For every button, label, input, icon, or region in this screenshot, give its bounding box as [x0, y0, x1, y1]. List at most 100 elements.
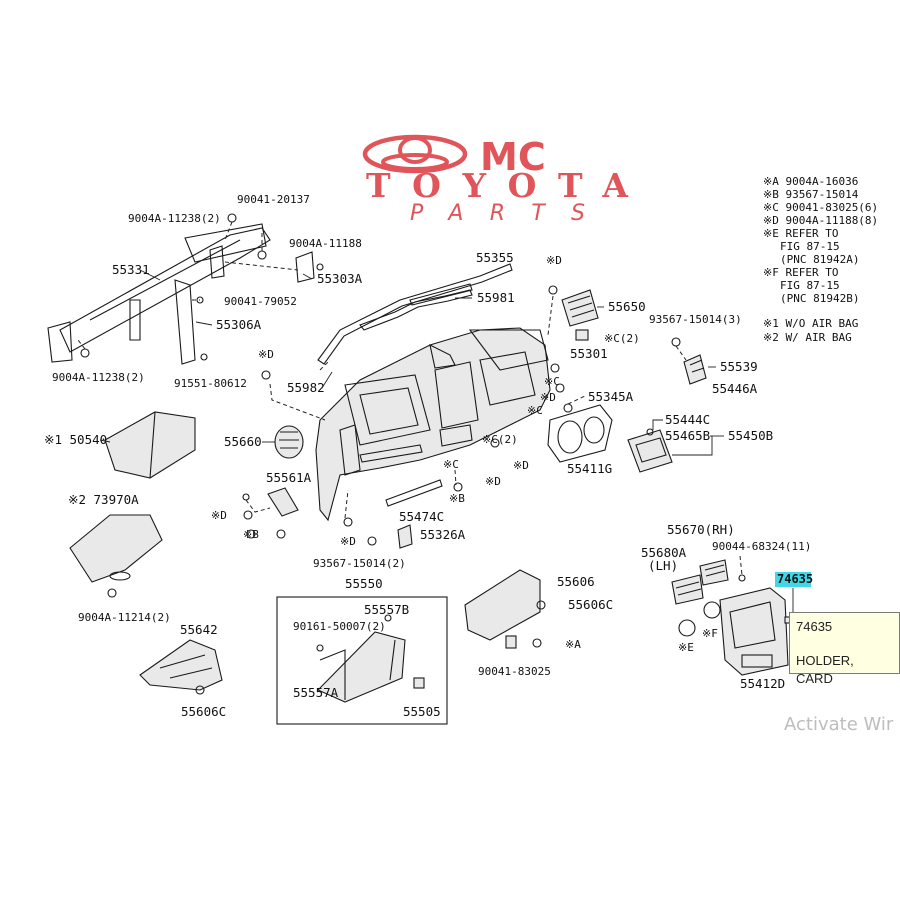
label-55345a: 55345A [588, 389, 634, 404]
glove-box-group-55550[interactable] [276, 596, 448, 725]
label-90041-79052: 90041-79052 [224, 295, 297, 308]
label-55474c: 55474C [399, 509, 444, 524]
label-9004a-11214: 9004A-11214(2) [78, 611, 171, 624]
instrument-panel[interactable] [269, 285, 565, 522]
sensor-55446a[interactable] [683, 354, 707, 385]
cover-50540[interactable] [104, 411, 196, 479]
label-55606c: 55606C [568, 597, 613, 612]
label-c: ※C [544, 375, 560, 388]
label-d: ※D [340, 535, 356, 548]
activate-windows-watermark: Activate Wir [784, 714, 894, 735]
vent-55650[interactable] [561, 289, 599, 327]
label-55660: 55660 [224, 434, 262, 449]
label-91551-80612: 91551-80612 [174, 377, 247, 390]
label-c: ※C [443, 458, 459, 471]
vents-55670[interactable] [671, 559, 729, 605]
panel-55450b[interactable] [627, 428, 673, 473]
legend-line: ※1 W/O AIR BAG [763, 317, 858, 330]
legend-line: ※B 93567-15014 [763, 188, 859, 201]
legend-line: FIG 87-15 [780, 279, 840, 292]
label-50540: ※1 50540 [44, 432, 107, 447]
label-d: ※D [513, 459, 529, 472]
label-b: ※B [243, 528, 259, 541]
label-55446a: 55446A [712, 381, 758, 396]
label-9004a-11238-top: 9004A-11238(2) [128, 212, 221, 225]
label-d: ※D [546, 254, 562, 267]
label-55557a: 55557A [293, 685, 339, 700]
legend-line: ※2 W/ AIR BAG [763, 331, 852, 344]
label-55670: 55670(RH) [667, 522, 735, 537]
tooltip-part-number: 74635 [796, 619, 833, 634]
legend: ※A 9004A-16036 ※B 93567-15014 ※C 90041-8… [763, 175, 878, 344]
center-panel-55412d[interactable] [719, 587, 794, 676]
label-90041-20137: 90041-20137 [237, 193, 310, 206]
label-55411g: 55411G [567, 461, 612, 476]
label-9004a-11188: 9004A-11188 [289, 237, 362, 250]
legend-line: ※E REFER TO [763, 227, 838, 240]
label-55303a: 55303A [317, 271, 363, 286]
label-55650: 55650 [608, 299, 646, 314]
label-73970a: ※2 73970A [68, 492, 139, 507]
bracket-55642[interactable] [139, 639, 223, 695]
logo-mc-text: MC [480, 135, 546, 179]
label-d: ※D [258, 348, 274, 361]
label-90044-68324: 90044-68324(11) [712, 540, 811, 553]
label-55550: 55550 [345, 576, 383, 591]
label-d: ※D [485, 475, 501, 488]
legend-line: ※A 9004A-16036 [763, 175, 858, 188]
meter-hood-55411g[interactable] [547, 395, 613, 463]
strip-55474c[interactable] [385, 479, 443, 507]
label-9004a-11238-bottom: 9004A-11238(2) [52, 371, 145, 384]
label-c2: ※C(2) [482, 433, 518, 446]
label-93567-15014-3: 93567-15014(3) [649, 313, 742, 326]
clip-55301[interactable] [575, 329, 589, 341]
label-b: ※B [449, 492, 465, 505]
label-f: ※F [702, 627, 718, 640]
highlighted-part-74635[interactable]: 74635 [775, 572, 813, 587]
label-55982: 55982 [287, 380, 325, 395]
label-55331: 55331 [112, 262, 150, 277]
cover-73970a[interactable] [69, 514, 163, 583]
label-55680a-qty: (LH) [648, 558, 678, 573]
label-55981: 55981 [477, 290, 515, 305]
label-55557b: 55557B [364, 602, 409, 617]
label-55444c: 55444C [665, 412, 710, 427]
label-a: ※A [565, 638, 581, 651]
label-55450b: 55450B [728, 428, 773, 443]
label-c: ※C [527, 404, 543, 417]
label-55355: 55355 [476, 250, 514, 265]
label-55642: 55642 [180, 622, 218, 637]
legend-line: (PNC 81942A) [780, 253, 859, 266]
dash-moldings[interactable] [317, 263, 513, 365]
label-55306a: 55306A [216, 317, 262, 332]
label-55606c-bottom: 55606C [181, 704, 226, 719]
label-55465b: 55465B [665, 428, 710, 443]
legend-line: ※C 90041-83025(6) [763, 201, 878, 214]
tooltip-description: HOLDER, CARD [796, 653, 854, 686]
legend-line: ※F REFER TO [763, 266, 838, 279]
legend-line: (PNC 81942B) [780, 292, 859, 305]
label-55680a: 55680A [641, 545, 687, 560]
label-55412d: 55412D [740, 676, 785, 691]
label-93567-15014-2: 93567-15014(2) [313, 557, 406, 570]
vent-55660[interactable] [274, 425, 304, 459]
label-c2: ※C(2) [604, 332, 640, 345]
label-55606: 55606 [557, 574, 595, 589]
label-55301: 55301 [570, 346, 608, 361]
logo: MC TOYOTA PARTS [362, 134, 628, 226]
bracket-55561a[interactable] [242, 487, 299, 517]
label-55505: 55505 [403, 704, 441, 719]
label-d: ※D [211, 509, 227, 522]
label-d: ※D [540, 391, 556, 404]
clip-55326a[interactable] [367, 524, 413, 549]
legend-line: FIG 87-15 [780, 240, 840, 253]
label-55326a: 55326A [420, 527, 466, 542]
label-e: ※E [678, 641, 694, 654]
label-55539: 55539 [720, 359, 758, 374]
bracket-55606[interactable] [464, 569, 546, 649]
label-90041-83025: 90041-83025 [478, 665, 551, 678]
legend-line: ※D 9004A-11188(8) [763, 214, 878, 227]
reinforcement-beam-55331[interactable] [47, 213, 324, 365]
